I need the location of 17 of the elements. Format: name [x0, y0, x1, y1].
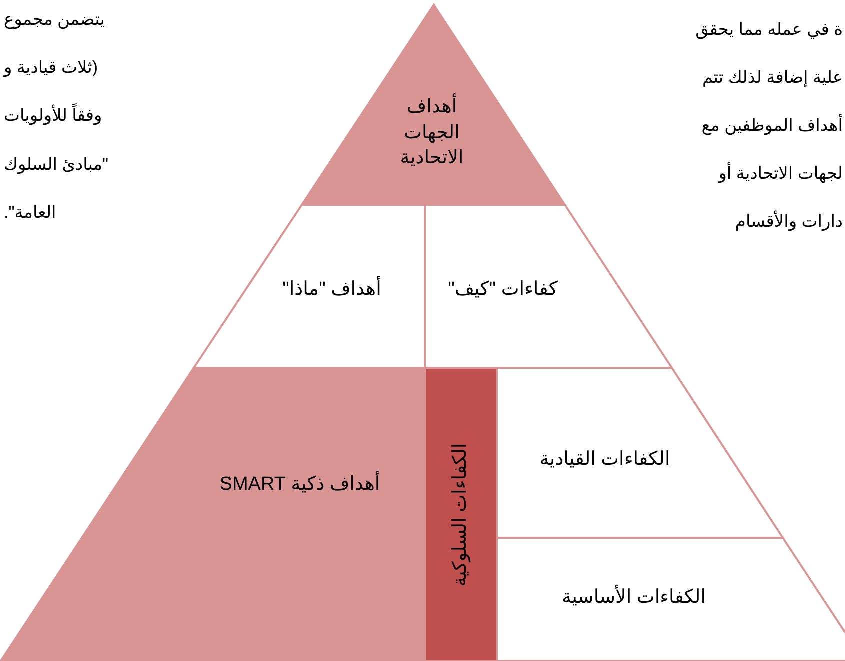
section-label: كفاءات "كيف"	[448, 278, 558, 302]
section-label: الكفاءات السلوكية	[449, 442, 472, 589]
section-label: أهداف ذكية SMART	[190, 472, 410, 498]
section-label: أهداف "ماذا"	[277, 277, 387, 303]
section-label: الكفاءات القيادية	[538, 448, 672, 472]
paragraph-line: لجهات الاتحادية أو	[718, 164, 843, 184]
paragraph-line: وفقاً للأولويات	[4, 106, 102, 126]
section-label: أهداف الجهات الاتحادية	[377, 94, 487, 172]
paragraph-line: علية إضافة لذلك تتم	[702, 68, 843, 88]
section-label: الكفاءات الأساسية	[524, 585, 744, 611]
paragraph-line: أهداف الموظفين مع	[702, 116, 843, 136]
paragraph-line: (ثلاث قيادية و	[4, 58, 98, 78]
paragraph-line: ة في عمله مما يحقق	[696, 20, 843, 40]
paragraph-line: يتضمن مجموع	[4, 10, 105, 30]
paragraph-line: "مبادئ السلوك	[4, 155, 109, 175]
paragraph-line: دارات والأقسام	[735, 212, 843, 232]
paragraph-line: العامة".	[4, 203, 56, 223]
